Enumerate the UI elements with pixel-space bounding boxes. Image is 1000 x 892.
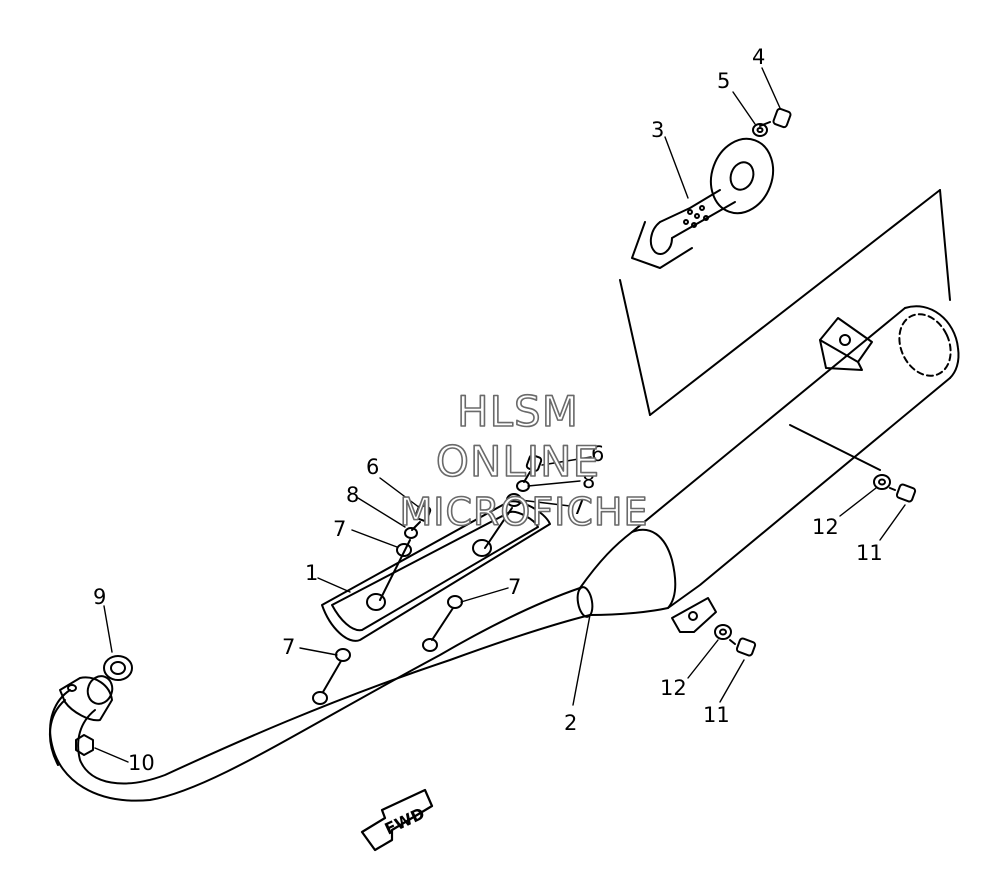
muffler-body [631,305,960,633]
nut-part-10 [75,734,94,756]
screw-part-4 [759,107,792,129]
heat-shield-hardware [312,454,543,705]
callout-2: 2 [564,711,577,735]
rear-bolt-hardware [714,474,917,657]
washer-part-5 [752,123,768,137]
callout-8a: 8 [346,483,359,507]
exploded-view-lines [619,189,951,471]
fwd-label: FWD [382,804,428,839]
callout-12a: 12 [812,515,839,539]
watermark-line-1: HLSM [457,387,579,436]
callout-11b: 11 [703,703,730,727]
callout-9: 9 [93,585,106,609]
watermark-line-2: ONLINE [436,437,600,486]
callout-3: 3 [651,118,664,142]
fwd-direction-arrow: FWD [360,788,434,852]
callout-6a: 6 [366,455,379,479]
callout-8b: 8 [582,469,595,493]
exhaust-pipe [48,528,677,802]
callout-12b: 12 [660,676,687,700]
callout-4: 4 [752,45,765,69]
watermark: HLSM ONLINE MICROFICHE [399,386,649,535]
callout-7c: 7 [508,575,521,599]
callout-5: 5 [717,69,730,93]
callout-11a: 11 [856,541,883,565]
callout-6b: 6 [591,442,604,466]
callout-labels: 1 2 3 4 5 6 6 8 8 7 7 7 7 9 10 12 11 12 … [93,45,883,775]
callout-7a: 7 [333,517,346,541]
heat-shield [321,500,551,642]
callout-7d: 7 [282,635,295,659]
callout-10: 10 [128,751,155,775]
gasket-part-9 [103,655,133,681]
callout-1: 1 [305,561,318,585]
callout-leaders [94,67,906,763]
spark-arrester [631,137,775,269]
callout-7b: 7 [572,495,585,519]
exhaust-flange [59,675,114,722]
watermark-line-3: MICROFICHE [399,490,648,534]
